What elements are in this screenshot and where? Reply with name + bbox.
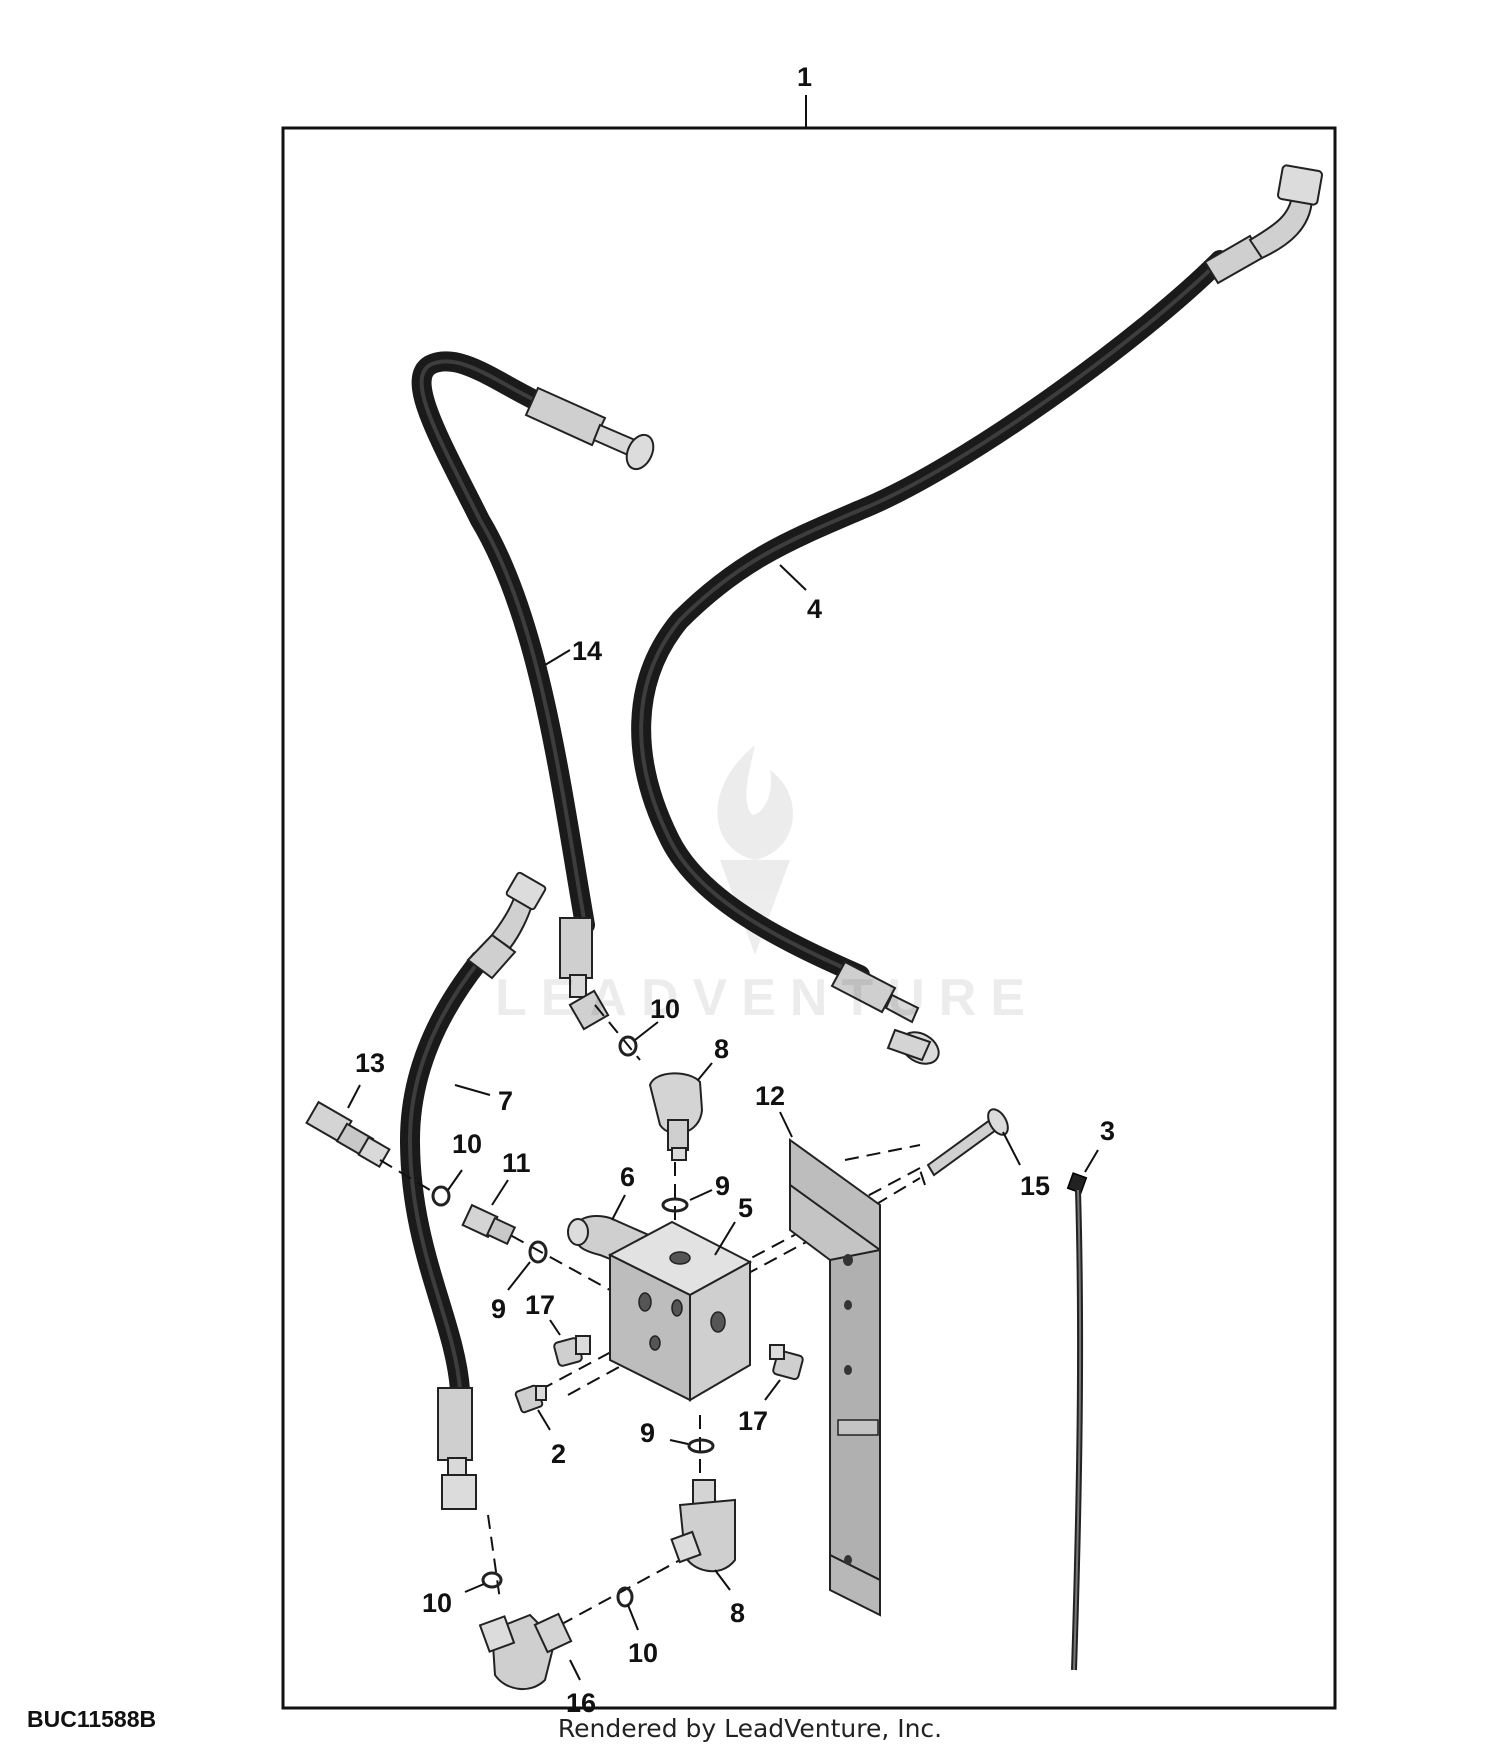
callout-15: 15 <box>1020 1171 1050 1201</box>
fitting-13 <box>305 1100 391 1169</box>
bracket-12 <box>789 1138 881 1617</box>
callout-14: 14 <box>572 636 602 666</box>
callout-2: 2 <box>551 1439 566 1469</box>
callout-3: 3 <box>1100 1116 1115 1146</box>
o-ring-9-top <box>661 1197 689 1213</box>
o-ring-9-bottom <box>687 1438 715 1454</box>
callout-8-lower: 8 <box>730 1598 745 1628</box>
callout-7: 7 <box>498 1086 513 1116</box>
o-ring-10-upper <box>618 1035 638 1057</box>
assembly-frame <box>281 126 1337 1710</box>
callout-17-left: 17 <box>525 1290 555 1320</box>
callout-11: 11 <box>502 1148 531 1178</box>
cable-tie-3 <box>1066 1172 1088 1671</box>
callout-5: 5 <box>738 1193 753 1223</box>
callout-13: 13 <box>355 1048 385 1078</box>
plug-2 <box>514 1384 547 1414</box>
o-ring-9-left <box>528 1240 548 1264</box>
figure-id: BUC11588B <box>27 1706 157 1732</box>
plug-17-right <box>769 1344 804 1381</box>
callout-10-upper: 10 <box>650 994 680 1024</box>
o-ring-10-lower-right <box>616 1586 634 1608</box>
elbow-fitting-8-lower <box>670 1479 736 1573</box>
fitting-11 <box>461 1203 517 1246</box>
callout-8-upper: 8 <box>714 1034 729 1064</box>
valve-block-5 <box>607 1220 753 1402</box>
render-credit: Rendered by LeadVenture, Inc. <box>557 1714 943 1743</box>
watermark-logo <box>717 745 793 955</box>
callout-6: 6 <box>620 1162 635 1192</box>
elbow-fitting-16 <box>478 1612 573 1691</box>
o-ring-10-lower-left <box>481 1571 503 1589</box>
callout-10-lower-left: 10 <box>422 1588 452 1618</box>
callout-assembly: 1 <box>797 62 812 92</box>
elbow-fitting-8-upper <box>648 1072 704 1161</box>
hose-4 <box>631 164 1324 1065</box>
callout-12: 12 <box>755 1081 785 1111</box>
o-ring-10-left <box>431 1185 451 1207</box>
hose-7 <box>399 871 547 1510</box>
bolt-15 <box>926 1108 1009 1177</box>
hose-14 <box>411 351 655 1031</box>
callout-10-left: 10 <box>452 1129 482 1159</box>
watermark-text: LEADVENTURE <box>495 969 1040 1027</box>
callout-9-bottom: 9 <box>640 1418 655 1448</box>
callout-4: 4 <box>807 594 822 624</box>
callout-10-lower-right: 10 <box>628 1638 658 1668</box>
callout-9-left: 9 <box>491 1294 506 1324</box>
callout-17-right: 17 <box>738 1406 768 1436</box>
plug-17-left <box>553 1335 591 1367</box>
callout-9-top: 9 <box>715 1171 730 1201</box>
callout-16: 16 <box>566 1688 596 1718</box>
